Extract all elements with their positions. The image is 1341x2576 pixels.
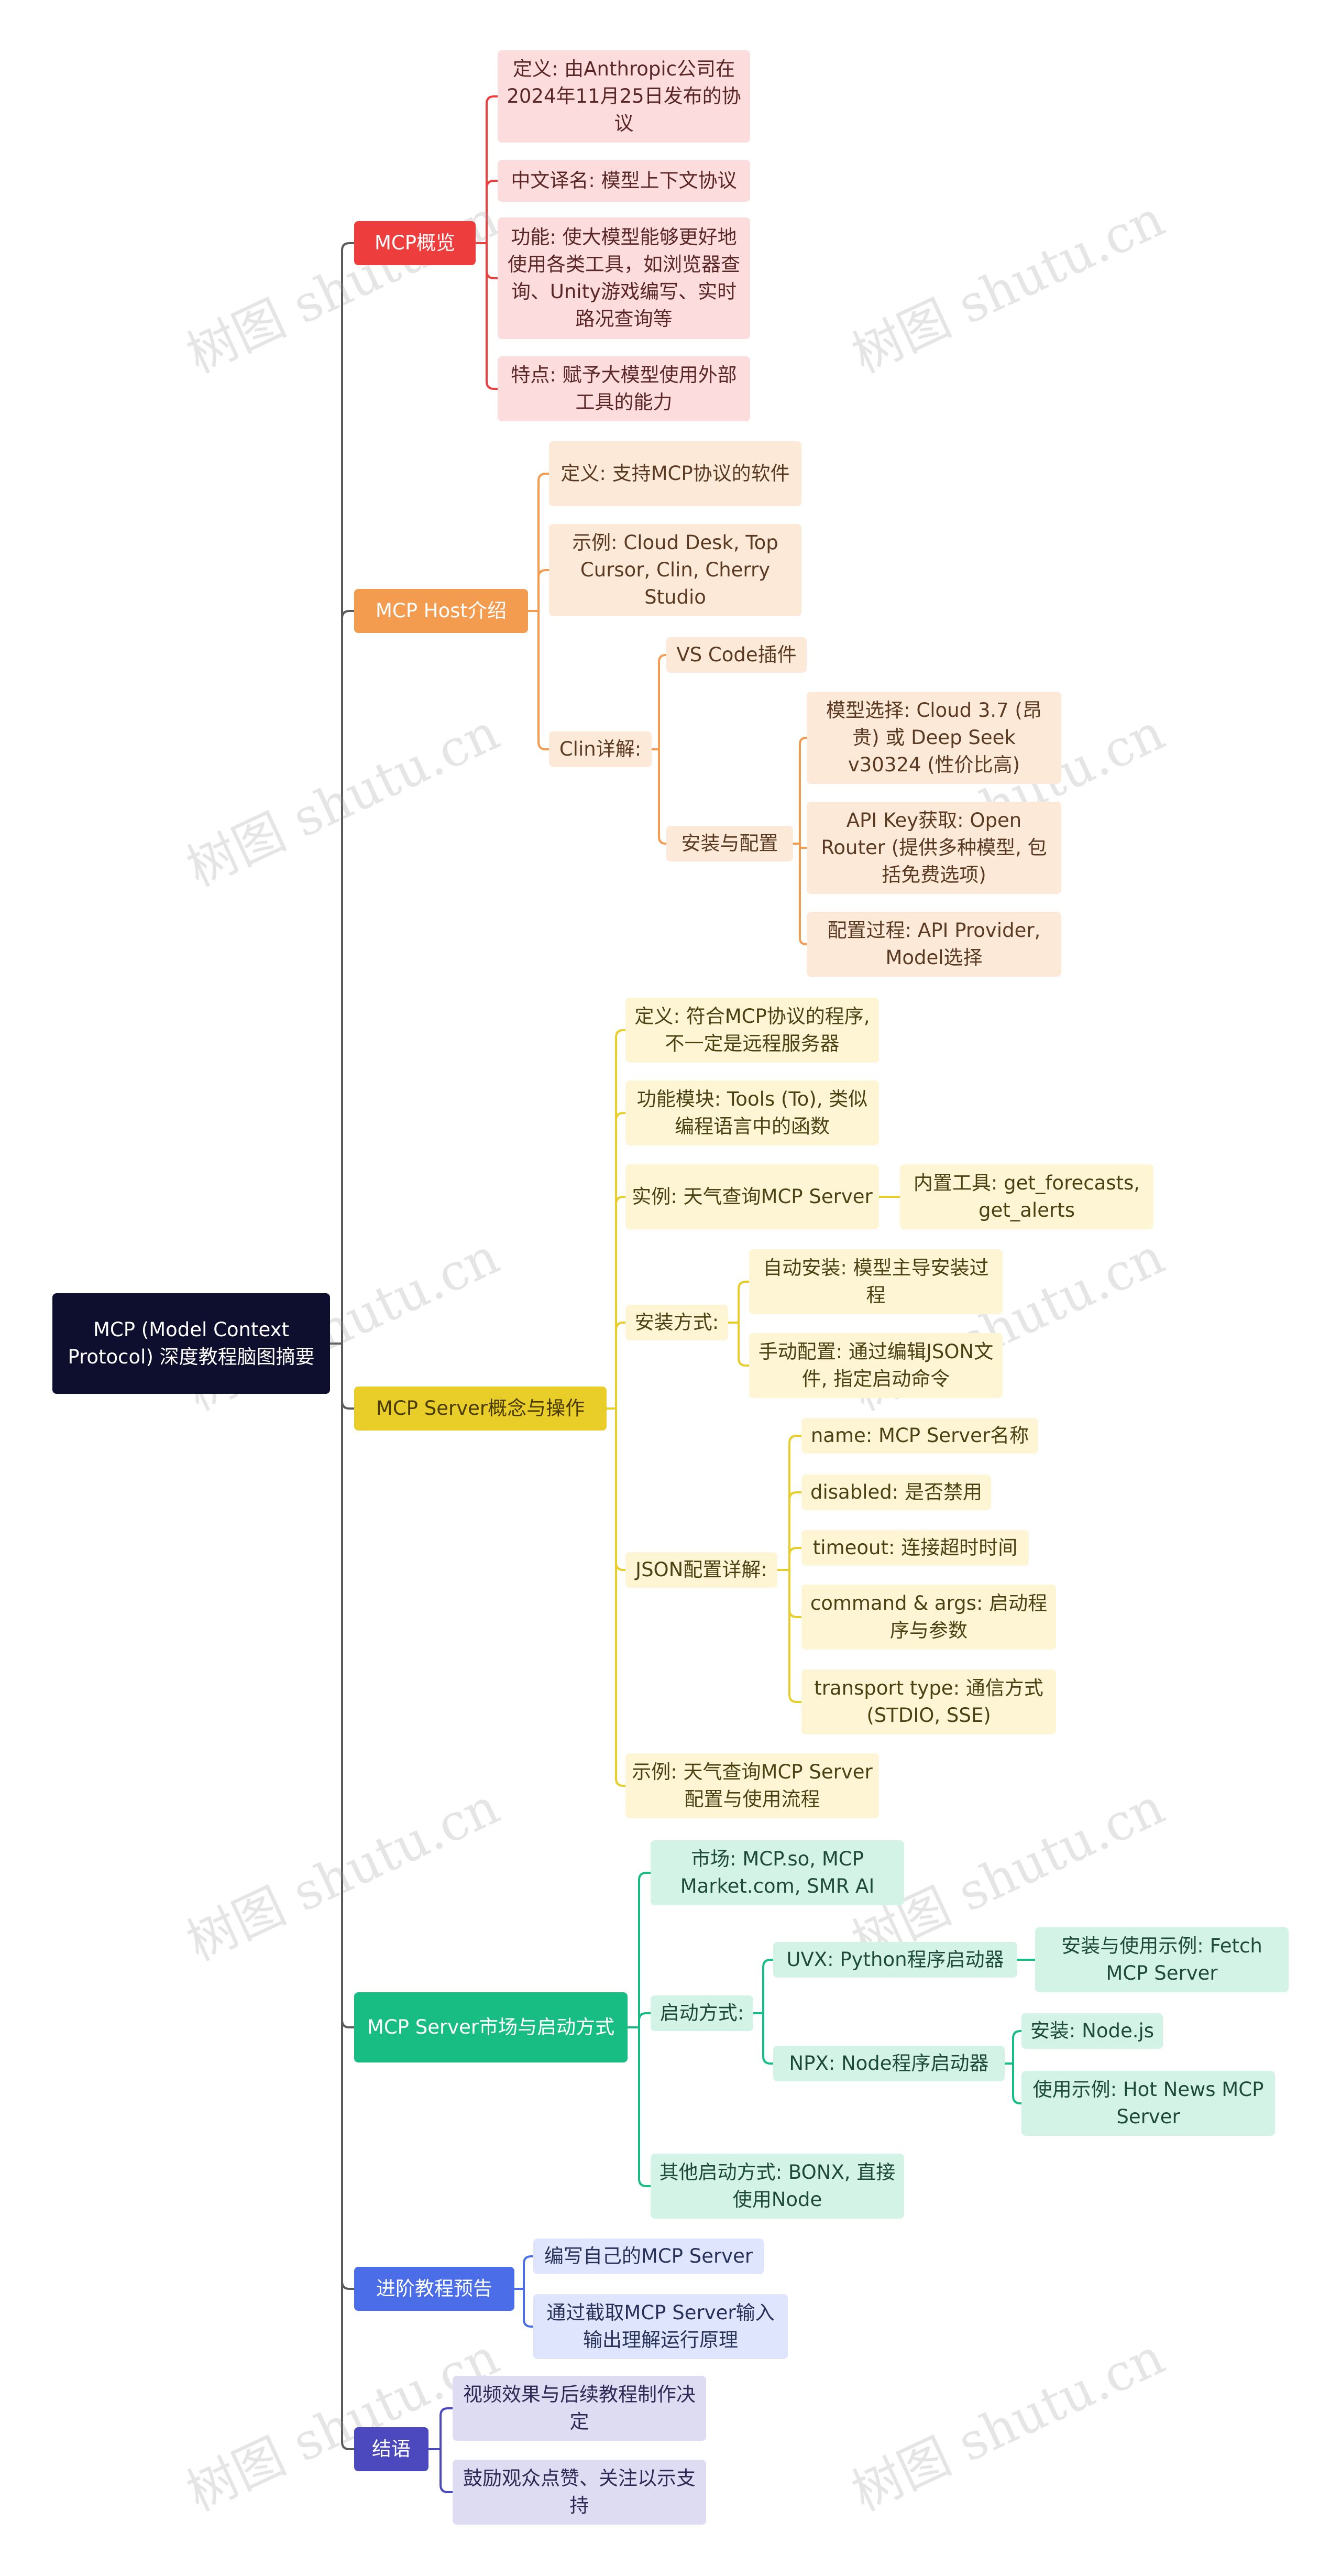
connector-line — [728, 1322, 749, 1367]
connector-line — [753, 1959, 773, 2014]
connector-line — [514, 2288, 533, 2328]
connector-line — [528, 610, 549, 750]
connector-line — [777, 1435, 801, 1571]
connector-line — [628, 2026, 651, 2187]
host-definition[interactable]: 定义: 支持MCP协议的软件 — [549, 441, 801, 506]
connector-line — [476, 95, 498, 244]
connector-line — [607, 1196, 625, 1410]
conclusion-video[interactable]: 视频效果与后续教程制作决定 — [453, 2376, 706, 2441]
server-json-config[interactable]: JSON配置详解: — [625, 1552, 777, 1588]
branch-conclusion[interactable]: 结语 — [354, 2427, 428, 2471]
branch-host[interactable]: MCP Host介绍 — [354, 589, 528, 633]
host-examples[interactable]: 示例: Cloud Desk, Top Cursor, Clin, Cherry… — [549, 524, 801, 616]
connector-line — [793, 737, 807, 845]
connector-line — [428, 2448, 453, 2493]
market-launch-methods[interactable]: 启动方式: — [651, 1995, 753, 2031]
advanced-intercept-io[interactable]: 通过截取MCP Server输入输出理解运行原理 — [533, 2294, 788, 2359]
connector-line — [793, 843, 807, 945]
connector-line — [476, 242, 498, 390]
connector-line — [330, 1342, 354, 2450]
clin-setup[interactable]: 安装与配置 — [666, 826, 793, 861]
clin-vscode-plugin[interactable]: VS Code插件 — [666, 637, 807, 673]
branch-market[interactable]: MCP Server市场与启动方式 — [354, 1992, 628, 2062]
advanced-write-server[interactable]: 编写自己的MCP Server — [533, 2239, 764, 2274]
connector-line — [514, 2255, 533, 2290]
connector-line — [607, 1322, 625, 1410]
conclusion-support[interactable]: 鼓励观众点赞、关注以示支持 — [453, 2460, 706, 2525]
server-definition[interactable]: 定义: 符合MCP协议的程序, 不一定是远程服务器 — [625, 998, 879, 1063]
json-disabled[interactable]: disabled: 是否禁用 — [801, 1475, 991, 1510]
branch-server[interactable]: MCP Server概念与操作 — [354, 1387, 607, 1431]
connector-line — [476, 180, 498, 244]
json-command-args[interactable]: command & args: 启动程序与参数 — [801, 1585, 1056, 1650]
overview-definition[interactable]: 定义: 由Anthropic公司在2024年11月25日发布的协议 — [498, 50, 750, 143]
overview-chinese-name[interactable]: 中文译名: 模型上下文协议 — [498, 160, 750, 202]
connector-line — [777, 1491, 801, 1571]
connector-line — [777, 1547, 801, 1571]
setup-config-process[interactable]: 配置过程: API Provider, Model选择 — [807, 912, 1061, 977]
server-install-methods[interactable]: 安装方式: — [625, 1305, 728, 1340]
install-auto[interactable]: 自动安装: 模型主导安装过程 — [749, 1249, 1003, 1314]
connector-line — [428, 2407, 453, 2450]
connector-line — [528, 569, 549, 612]
branch-overview[interactable]: MCP概览 — [354, 221, 476, 265]
setup-model-choice[interactable]: 模型选择: Cloud 3.7 (昂贵) 或 Deep Seek v30324 … — [807, 692, 1061, 784]
connector-line — [607, 1029, 625, 1410]
npx-install[interactable]: 安装: Node.js — [1021, 2013, 1163, 2049]
connector-line — [628, 1872, 651, 2028]
server-usage-example[interactable]: 示例: 天气查询MCP Server配置与使用流程 — [625, 1753, 879, 1818]
connector-line — [652, 748, 666, 845]
overview-feature[interactable]: 特点: 赋予大模型使用外部工具的能力 — [498, 356, 750, 421]
branch-advanced[interactable]: 进阶教程预告 — [354, 2267, 514, 2311]
market-list[interactable]: 市场: MCP.so, MCP Market.com, SMR AI — [651, 1840, 904, 1905]
npx-example[interactable]: 使用示例: Hot News MCP Server — [1021, 2071, 1275, 2136]
connector-line — [1005, 2062, 1021, 2104]
connector-line — [652, 654, 666, 750]
root-node[interactable]: MCP (Model Context Protocol) 深度教程脑图摘要 — [52, 1293, 330, 1394]
connector-line — [528, 473, 549, 612]
market-other-launch[interactable]: 其他启动方式: BONX, 直接使用Node — [651, 2154, 904, 2219]
server-example[interactable]: 实例: 天气查询MCP Server — [625, 1164, 879, 1229]
connector-line — [753, 2012, 773, 2065]
connector-line — [777, 1569, 801, 1703]
connector-line — [607, 1112, 625, 1410]
connector-line — [607, 1407, 625, 1787]
json-transport-type[interactable]: transport type: 通信方式 (STDIO, SSE) — [801, 1669, 1056, 1734]
uvx-example[interactable]: 安装与使用示例: Fetch MCP Server — [1035, 1927, 1289, 1992]
server-builtin-tools[interactable]: 内置工具: get_forecasts, get_alerts — [900, 1164, 1153, 1229]
connector-line — [330, 610, 354, 1345]
launch-npx[interactable]: NPX: Node程序启动器 — [773, 2046, 1005, 2081]
overview-function[interactable]: 功能: 使大模型能够更好地使用各类工具，如浏览器查询、Unity游戏编写、实时路… — [498, 217, 750, 339]
json-name[interactable]: name: MCP Server名称 — [801, 1418, 1038, 1454]
host-clin[interactable]: Clin详解: — [549, 732, 652, 767]
server-function-module[interactable]: 功能模块: Tools (To), 类似编程语言中的函数 — [625, 1080, 879, 1145]
setup-api-key[interactable]: API Key获取: Open Router (提供多种模型, 包括免费选项) — [807, 802, 1061, 894]
launch-uvx[interactable]: UVX: Python程序启动器 — [773, 1942, 1017, 1978]
json-timeout[interactable]: timeout: 连接超时时间 — [801, 1530, 1029, 1566]
connector-line — [628, 2012, 651, 2028]
connector-line — [1005, 2030, 1021, 2065]
install-manual[interactable]: 手动配置: 通过编辑JSON文件, 指定启动命令 — [749, 1333, 1003, 1398]
connector-line — [330, 242, 354, 1345]
connector-line — [728, 1281, 749, 1324]
